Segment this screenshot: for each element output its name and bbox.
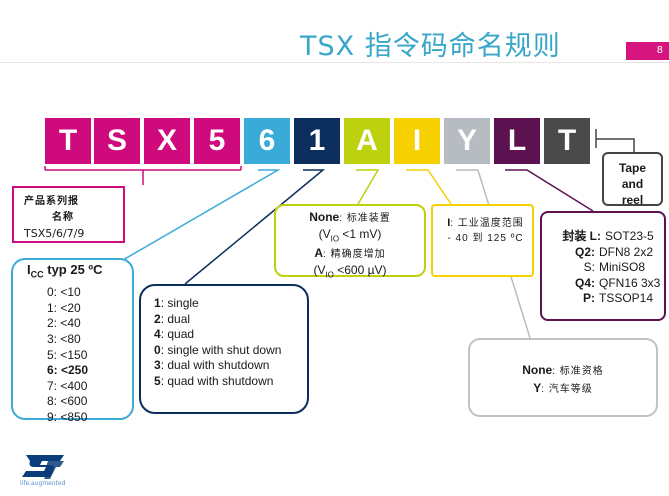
package-row: S:MiniSO8 [583, 260, 646, 274]
code-block-grade: Y [444, 118, 490, 164]
title-divider [0, 62, 669, 63]
icc-row: 5: <150 [47, 347, 88, 362]
icc-box: ICC typ 25 ºC 0: <10 1: <20 2: <40 3: <8… [11, 258, 134, 424]
package-row: 封装 L:SOT23-5 [562, 229, 654, 243]
st-logo-icon [22, 455, 64, 479]
tape-label-line2: and [621, 177, 644, 191]
page-number: 8 [626, 42, 669, 60]
package-box: 封装 L:SOT23-5 Q2:DFN8 2x2 S:MiniSO8 Q4:QF… [540, 211, 666, 321]
vio-row-a: A: 精确度增加 [314, 246, 386, 261]
tape-and-reel-box: Tape and reel [602, 152, 663, 207]
vio-row-none-spec: (VIO <1 mV) [318, 226, 382, 243]
logo-tagline: life.augmented [20, 480, 66, 487]
connector-tape [595, 129, 635, 152]
code-block-family-t: T [45, 118, 91, 164]
temperature-box: I: 工业温度范围 - 40 到 125 ºC [431, 204, 534, 277]
icc-row: 9: <850 [47, 409, 88, 424]
temperature-key: I [447, 217, 451, 229]
package-row: Q2:DFN8 2x2 [574, 244, 654, 259]
tape-label-line1: Tape [618, 161, 647, 175]
vio-row-a-spec: (VIO <600 µV) [313, 262, 387, 280]
grade-row-none: None: 标准资格 [522, 363, 604, 377]
connector-icc [122, 169, 281, 261]
connector-vio [356, 169, 380, 205]
grade-row-y: Y: 汽车等级 [533, 381, 593, 395]
icc-row: 7: <400 [47, 378, 88, 393]
connector-grade [456, 169, 531, 339]
slide-title: TSX 指令码命名规则 [300, 31, 561, 62]
icc-row: 1: <20 [47, 300, 81, 315]
connector-temp [406, 169, 452, 205]
package-row: Q4:QFN16 3x3 [574, 275, 661, 290]
temperature-text: : 工业温度范围 - 40 到 125 ºC [447, 218, 524, 244]
vio-box: None: 标准装置 (VIO <1 mV) A: 精确度增加 (VIO <60… [274, 204, 426, 279]
channel-row: 4: quad [154, 327, 195, 342]
channels-box: 1: single 2: dual 4: quad 0: single with… [139, 284, 309, 414]
family-label-line2: 名称 [52, 212, 74, 223]
family-values: TSX5/6/7/9 [24, 227, 85, 240]
family-box: 产品系列报 名称 TSX5/6/7/9 [12, 186, 125, 243]
vio-row-none: None: 标准装置 [309, 210, 391, 224]
channel-row: 5: quad with shutdown [154, 373, 274, 388]
icc-row: 2: <40 [47, 316, 81, 331]
channel-row: 3: dual with shutdown [154, 358, 270, 373]
code-block-family-5: 5 [194, 118, 240, 164]
connector-channels [184, 169, 326, 285]
package-row: P:TSSOP14 [583, 291, 654, 305]
code-block-icc: 6 [244, 118, 290, 164]
tape-label-line3: reel [621, 193, 644, 207]
code-block-temperature: I [394, 118, 440, 164]
grade-box: None: 标准资格 Y: 汽车等级 [468, 338, 658, 417]
icc-heading: ICC typ 25 ºC [27, 262, 103, 280]
connector-package [505, 169, 594, 212]
icc-row-highlighted: 6: <250 [47, 363, 89, 378]
channel-row: 0: single with shut down [154, 342, 282, 357]
code-block-tape: T [544, 118, 590, 164]
family-label-line1: 产品系列报 [24, 196, 79, 207]
code-block-package: L [494, 118, 540, 164]
icc-row: 8: <600 [47, 394, 88, 409]
channel-row: 1: single [154, 296, 199, 310]
code-block-channels: 1 [294, 118, 340, 164]
channel-row: 2: dual [154, 311, 191, 326]
icc-row: 0: <10 [47, 285, 81, 300]
code-block-vio: A [344, 118, 390, 164]
code-block-family-x: X [144, 118, 190, 164]
code-block-family-s: S [94, 118, 140, 164]
icc-row: 3: <80 [47, 331, 81, 346]
